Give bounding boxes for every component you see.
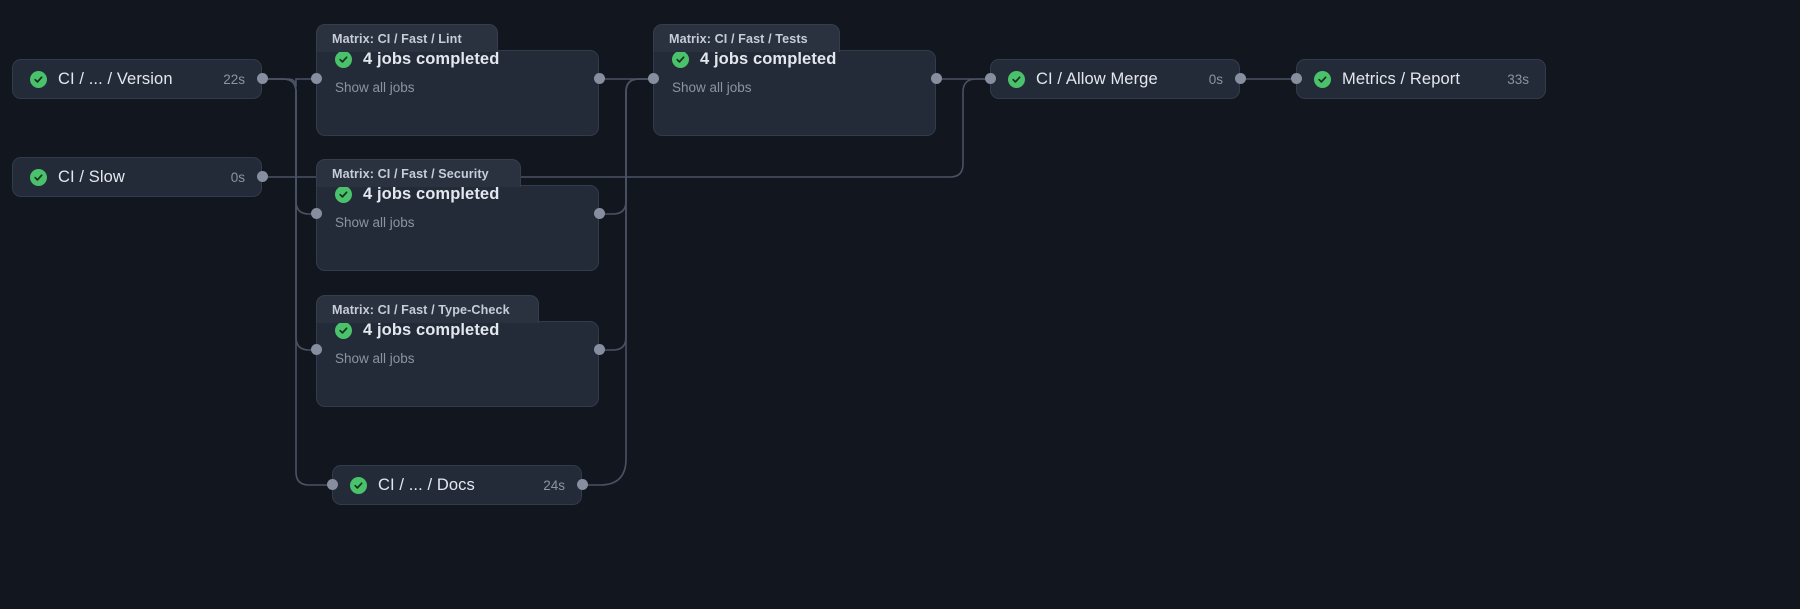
matrix-group-tab[interactable]: Matrix: CI / Fast / Tests (653, 24, 840, 52)
port-in-security[interactable] (311, 208, 322, 219)
job-node-duration: 33s (1507, 71, 1529, 87)
job-node-duration: 0s (1208, 71, 1223, 87)
port-in-metrics[interactable] (1291, 73, 1302, 84)
status-success-icon-security (335, 186, 352, 203)
job-node-label: CI / ... / Docs (378, 475, 475, 494)
node-ci-allow-merge[interactable]: CI / Allow Merge 0s (990, 59, 1240, 99)
status-success-icon-type-check (335, 322, 352, 339)
job-node-label: Metrics / Report (1342, 69, 1461, 88)
matrix-group-body (316, 321, 599, 407)
matrix-group-title: Matrix: CI / Fast / Security (332, 166, 489, 181)
matrix-group-title: Matrix: CI / Fast / Type-Check (332, 302, 510, 317)
show-all-jobs-link[interactable]: Show all jobs (672, 80, 752, 95)
status-success-icon-lint (335, 51, 352, 68)
port-in-docs[interactable] (327, 479, 338, 490)
job-node-label: CI / ... / Version (58, 69, 173, 88)
matrix-group-tab[interactable]: Matrix: CI / Fast / Lint (316, 24, 498, 52)
job-node-label: CI / Allow Merge (1036, 69, 1158, 88)
show-all-jobs-link[interactable]: Show all jobs (335, 215, 415, 230)
matrix-group-summary-row: 4 jobs completed (335, 185, 499, 204)
node-ci-slow[interactable]: CI / Slow 0s (12, 157, 262, 197)
job-node-duration: 22s (223, 71, 245, 87)
edge-version-to-typecheck (263, 78, 317, 351)
node-ci-version[interactable]: CI / ... / Version 22s (12, 59, 262, 99)
matrix-group-tests[interactable]: Matrix: CI / Fast / Tests 4 jobs complete… (653, 24, 936, 136)
job-node-label: CI / Slow (58, 167, 125, 186)
matrix-group-body (316, 185, 599, 271)
matrix-group-security[interactable]: Matrix: CI / Fast / Security 4 jobs compl… (316, 159, 599, 271)
matrix-group-type-check[interactable]: Matrix: CI / Fast / Type-Check 4 jobs com… (316, 295, 599, 407)
matrix-group-summary-row: 4 jobs completed (335, 50, 499, 69)
status-success-icon-slow (30, 168, 47, 186)
port-in-allow-merge[interactable] (985, 73, 996, 84)
edge-security-to-tests (600, 78, 654, 215)
status-success-icon-metrics (1314, 70, 1331, 88)
port-out-version[interactable] (257, 73, 268, 84)
edge-version-to-docs (263, 78, 333, 486)
matrix-group-summary-row: 4 jobs completed (672, 50, 836, 69)
port-in-lint[interactable] (311, 73, 322, 84)
status-success-icon-version (30, 70, 47, 88)
matrix-group-summary-row: 4 jobs completed (335, 321, 499, 340)
port-out-allow-merge[interactable] (1235, 73, 1246, 84)
status-success-icon-allow-merge (1008, 70, 1025, 88)
status-success-icon-docs (350, 476, 367, 494)
port-out-security[interactable] (594, 208, 605, 219)
matrix-group-body (316, 50, 599, 136)
matrix-group-lint[interactable]: Matrix: CI / Fast / Lint 4 jobs completed… (316, 24, 599, 136)
matrix-group-tab[interactable]: Matrix: CI / Fast / Security (316, 159, 521, 187)
show-all-jobs-link[interactable]: Show all jobs (335, 80, 415, 95)
node-ci-docs[interactable]: CI / ... / Docs 24s (332, 465, 582, 505)
matrix-group-title: Matrix: CI / Fast / Tests (669, 31, 808, 46)
job-node-duration: 24s (543, 477, 565, 493)
port-out-tests[interactable] (931, 73, 942, 84)
node-metrics-report[interactable]: Metrics / Report 33s (1296, 59, 1546, 99)
port-out-slow[interactable] (257, 171, 268, 182)
status-success-icon-tests (672, 51, 689, 68)
matrix-group-summary: 4 jobs completed (363, 321, 500, 339)
show-all-jobs-link[interactable]: Show all jobs (335, 351, 415, 366)
edge-typecheck-to-tests (600, 78, 654, 351)
port-out-docs[interactable] (577, 479, 588, 490)
matrix-group-summary: 4 jobs completed (700, 50, 837, 68)
port-in-tests[interactable] (648, 73, 659, 84)
port-out-type-check[interactable] (594, 344, 605, 355)
edge-docs-to-tests (583, 78, 654, 486)
port-in-type-check[interactable] (311, 344, 322, 355)
matrix-group-title: Matrix: CI / Fast / Lint (332, 31, 462, 46)
matrix-group-tab[interactable]: Matrix: CI / Fast / Type-Check (316, 295, 539, 323)
matrix-group-summary: 4 jobs completed (363, 50, 500, 68)
edge-version-to-lint (263, 78, 317, 88)
job-node-duration: 0s (230, 169, 245, 185)
port-out-lint[interactable] (594, 73, 605, 84)
matrix-group-summary: 4 jobs completed (363, 185, 500, 203)
edge-version-to-security (263, 78, 317, 215)
